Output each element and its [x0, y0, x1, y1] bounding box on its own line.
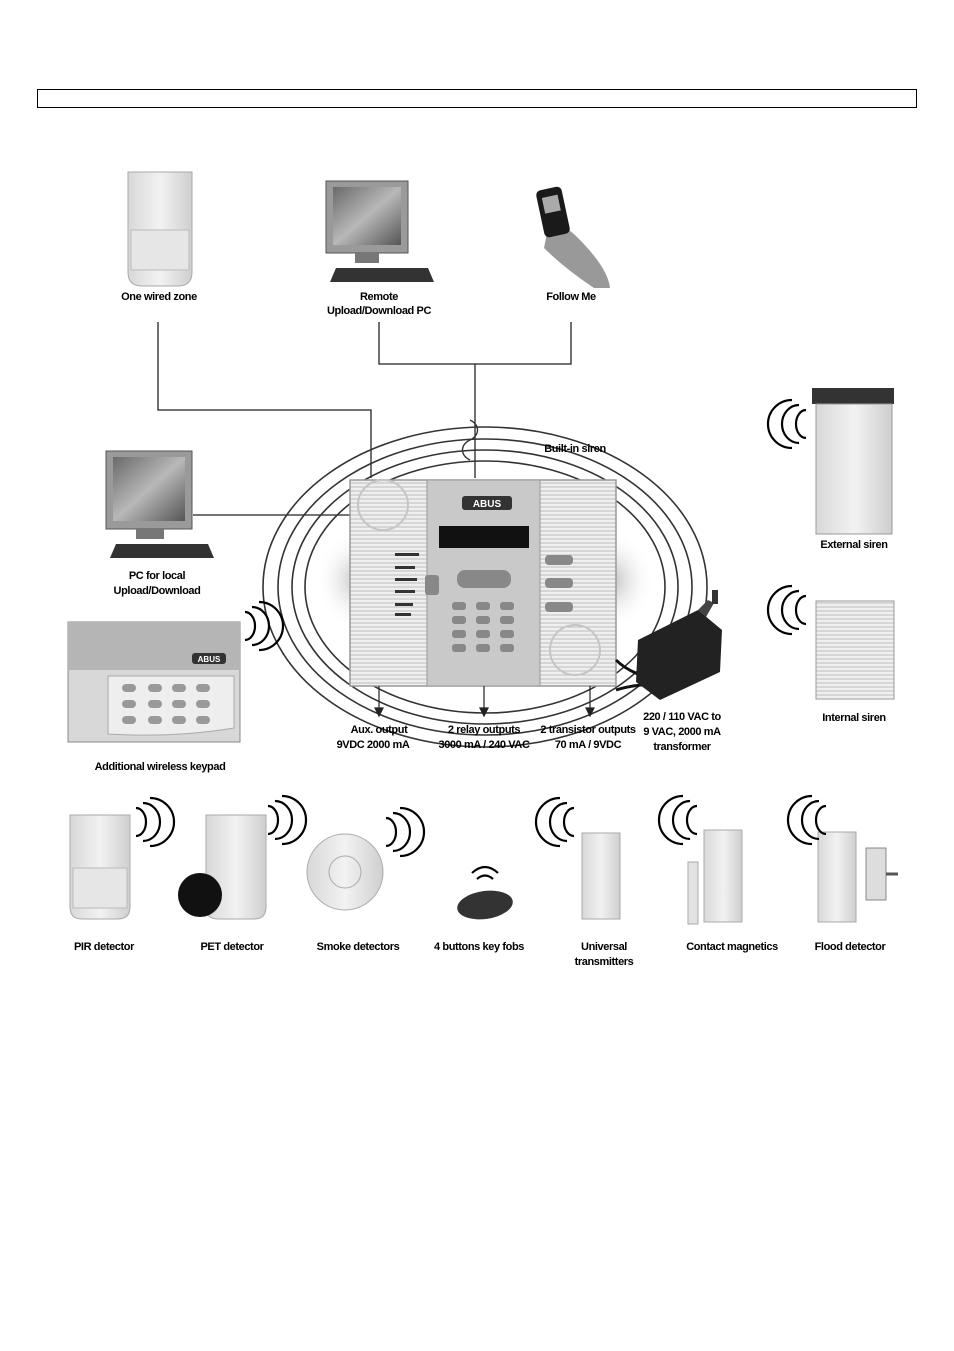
label-aux-output-1: Aux. output — [351, 724, 408, 736]
label-follow-me: Follow Me — [546, 291, 596, 303]
label-local-pc-1: PC for local — [129, 570, 186, 582]
contact-magnetic-device — [657, 794, 743, 925]
output-arrows — [374, 686, 595, 718]
label-remote-pc-2: Upload/Download PC — [327, 305, 431, 317]
label-aux-output-2: 9VDC 2000 mA — [337, 739, 410, 751]
smoke-detector-device — [306, 806, 426, 911]
label-transformer-1: 220 / 110 VAC to — [643, 711, 721, 723]
pir-detector-device — [69, 796, 176, 920]
label-pet-detector: PET detector — [200, 941, 264, 953]
label-wireless-keypad: Additional wireless keypad — [95, 761, 226, 773]
cable-loop — [461, 419, 479, 461]
flood-detector-device — [786, 794, 898, 923]
pet-detector-device — [178, 794, 308, 920]
label-universal-2: transmitters — [575, 956, 634, 968]
label-transistor-outputs-1: 2 transistor outputs — [540, 724, 636, 736]
label-local-pc-2: Upload/Download — [114, 585, 201, 597]
local-pc-device — [105, 450, 214, 558]
label-internal-siren: Internal siren — [822, 712, 886, 724]
label-pir-detector: PIR detector — [74, 941, 135, 953]
wireless-range-rings — [262, 426, 708, 748]
follow-me-phone — [536, 186, 610, 288]
label-universal-1: Universal — [581, 941, 627, 953]
label-transformer-2: 9 VAC, 2000 mA — [643, 726, 721, 738]
label-key-fobs: 4 buttons key fobs — [434, 941, 524, 953]
wired-connections — [157, 322, 572, 516]
label-contact-magnetics: Contact magnetics — [686, 941, 778, 953]
wireless-keypad-device: ABUS — [67, 600, 285, 743]
label-builtin-siren: Built-in siren — [544, 443, 606, 455]
label-transformer-3: transformer — [653, 741, 711, 753]
labels: One wired zone Remote Upload/Download PC… — [74, 291, 889, 968]
key-fob-device — [457, 865, 513, 920]
external-siren-device — [766, 388, 894, 535]
panel-brand: ABUS — [473, 499, 502, 510]
label-transistor-outputs-2: 70 mA / 9VDC — [555, 739, 622, 751]
internal-siren-device — [766, 584, 895, 700]
label-relay-outputs-2: 3000 mA / 240 VAC — [438, 739, 529, 751]
header-box — [37, 89, 917, 108]
panel-display — [439, 526, 529, 548]
label-external-siren: External siren — [820, 539, 888, 551]
universal-transmitter-device — [534, 796, 621, 920]
panel-logo — [462, 496, 512, 510]
label-wired-zone: One wired zone — [121, 291, 197, 303]
label-flood-detector: Flood detector — [815, 941, 887, 953]
label-relay-outputs-1: 2 relay outputs — [448, 724, 521, 736]
label-remote-pc-1: Remote — [360, 291, 398, 303]
label-smoke-detectors: Smoke detectors — [317, 941, 400, 953]
control-panel: ABUS — [349, 479, 617, 687]
keypad-brand: ABUS — [198, 655, 221, 664]
remote-pc-device — [325, 180, 434, 282]
wired-pir-device — [127, 171, 193, 287]
transformer — [614, 590, 722, 700]
